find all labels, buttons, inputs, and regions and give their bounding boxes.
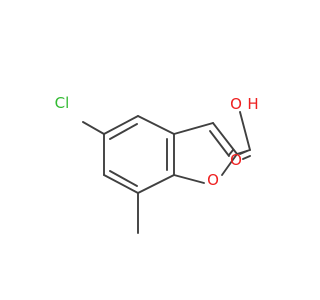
bond-c4-c5: [103, 115, 139, 135]
ring-oxygen-label: O: [207, 171, 219, 189]
bond-c4-c5-inner: [109, 123, 138, 140]
bond-o1-c7a: [173, 174, 205, 184]
bond-carbonyl-line-1: [239, 150, 248, 155]
chlorine-label: Cl: [55, 94, 70, 112]
bond-carbonyl-line-2: [242, 155, 251, 160]
bond-c3a-c3: [173, 122, 214, 135]
bond-c6-c7: [103, 174, 139, 194]
bond-ccooh-oh: [239, 111, 251, 151]
carbonyl: [228, 150, 251, 160]
bond-c7-c7a: [137, 174, 175, 194]
bond-c6-cl: [82, 121, 105, 135]
bond-c3-c2-inner: [209, 130, 230, 157]
bond-c3-c2: [212, 122, 238, 155]
structure-canvas: Cl O O H O: [55, 94, 259, 234]
bond-ccooh-o-double-1: [228, 149, 234, 156]
hydroxyl-oxygen-label: O: [230, 95, 242, 113]
carbonyl-oxygen-label: O: [230, 151, 242, 169]
bonds: [82, 111, 251, 234]
bond-c6-c7-inner: [109, 170, 138, 187]
bond-c2-o1: [221, 153, 238, 176]
bond-c3a-c4: [137, 115, 175, 135]
hydroxyl-hydrogen-label: H: [247, 95, 258, 113]
atom-labels: Cl O O H O: [55, 94, 259, 189]
